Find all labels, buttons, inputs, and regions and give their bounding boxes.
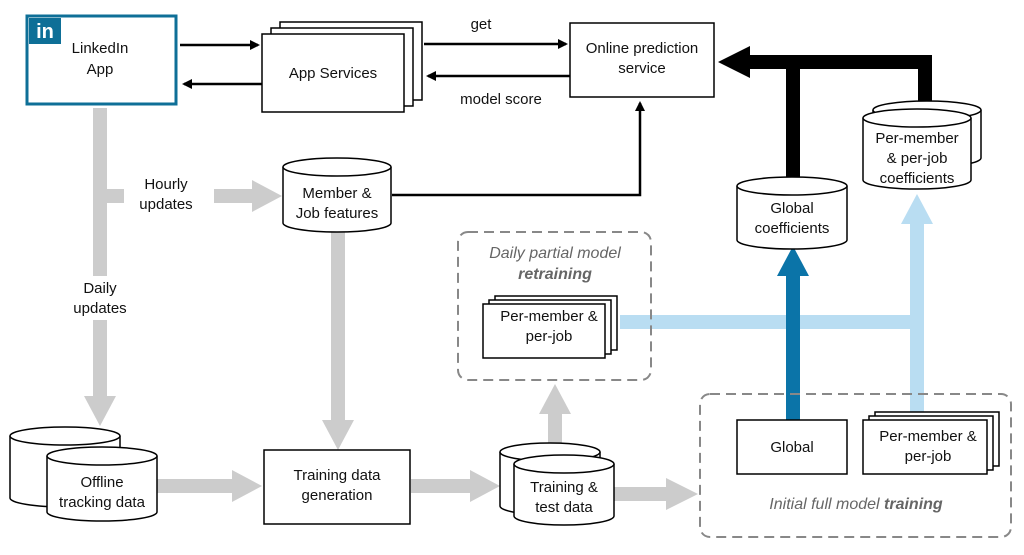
online-prediction-label-2: service [618, 60, 666, 77]
member-job-features-label-2: Job features [296, 205, 379, 222]
online-prediction-service-node: Online prediction service [569, 22, 715, 98]
global-full-model-node: Global [736, 419, 848, 475]
training-test-label-2: test data [535, 499, 593, 516]
offline-tracking-label-2: tracking data [59, 494, 146, 511]
daily-updates-arrow [84, 108, 116, 426]
app-services-label: App Services [289, 65, 377, 82]
offline-tracking-label-1: Offline [80, 474, 123, 491]
hourly-updates-label-1: Hourly [144, 176, 188, 193]
training-generation-label-2: generation [302, 487, 373, 504]
global-full-label: Global [770, 439, 813, 456]
training-data-generation-node: Training data generation [263, 449, 411, 525]
model-score-label: model score [460, 91, 542, 108]
per-member-coefficients-node: Per-member & per-job coefficients [862, 100, 982, 190]
member-job-features-node: Member & Job features [282, 157, 392, 233]
partial-per-member-label-1: Per-member & [500, 308, 598, 325]
initial-full-title-2: training [884, 496, 943, 513]
global-dark-blue-arrow [777, 246, 809, 420]
global-coefficients-label-2: coefficients [755, 220, 830, 237]
daily-partial-title-1: Daily partial model [489, 245, 621, 262]
linkedin-app-label-1: LinkedIn [72, 40, 129, 57]
daily-partial-title-2: retraining [518, 266, 592, 283]
initial-full-title-1: Initial full model [769, 496, 884, 513]
initial-full-training-group [699, 393, 1012, 538]
daily-updates-label-1: Daily [83, 280, 117, 297]
global-coefficients-node: Global coefficients [736, 176, 848, 250]
full-per-member-node: Per-member & per-job [862, 411, 1000, 475]
linkedin-app-node: in LinkedIn App [25, 14, 178, 106]
features-to-prediction-arrow [392, 101, 645, 197]
full-per-member-label-1: Per-member & [879, 428, 977, 445]
linkedin-logo-icon [29, 18, 61, 44]
training-test-data-node: Training & test data [499, 442, 615, 526]
per-member-coefficients-label-2: & per-job [887, 150, 948, 167]
offline-tracking-data-node: Offline tracking data [9, 426, 158, 522]
testdata-to-partial-arrow [539, 384, 571, 446]
per-member-coefficients-label-3: coefficients [880, 170, 955, 187]
linkedin-app-label-2: App [87, 61, 114, 78]
offline-to-generation-arrow [157, 470, 262, 502]
daily-updates-label-2: updates [73, 300, 126, 317]
get-label: get [471, 16, 493, 33]
svg-text:Initial full model training: Initial full model training [769, 496, 943, 513]
generation-to-testdata-arrow [411, 470, 500, 502]
training-test-label-1: Training & [530, 479, 598, 496]
daily-partial-retraining-group [457, 231, 652, 381]
testdata-to-fulltraining-arrow [614, 478, 698, 510]
features-to-generation-arrow [322, 232, 354, 450]
full-per-member-label-2: per-job [905, 448, 952, 465]
per-member-light-blue-arrows [620, 194, 933, 418]
member-job-features-label-1: Member & [302, 185, 371, 202]
training-generation-label-1: Training data [294, 467, 382, 484]
partial-per-member-label-2: per-job [526, 328, 573, 345]
partial-per-member-node: Per-member & per-job [482, 295, 618, 359]
linkedin-logo-text: in [36, 21, 54, 43]
app-services-node: App Services [261, 21, 423, 113]
global-coefficients-label-1: Global [770, 200, 813, 217]
per-member-coefficients-label-1: Per-member [875, 130, 958, 147]
hourly-updates-label-2: updates [139, 196, 192, 213]
coefficients-to-prediction-arrow [718, 46, 932, 186]
online-prediction-label-1: Online prediction [586, 40, 699, 57]
